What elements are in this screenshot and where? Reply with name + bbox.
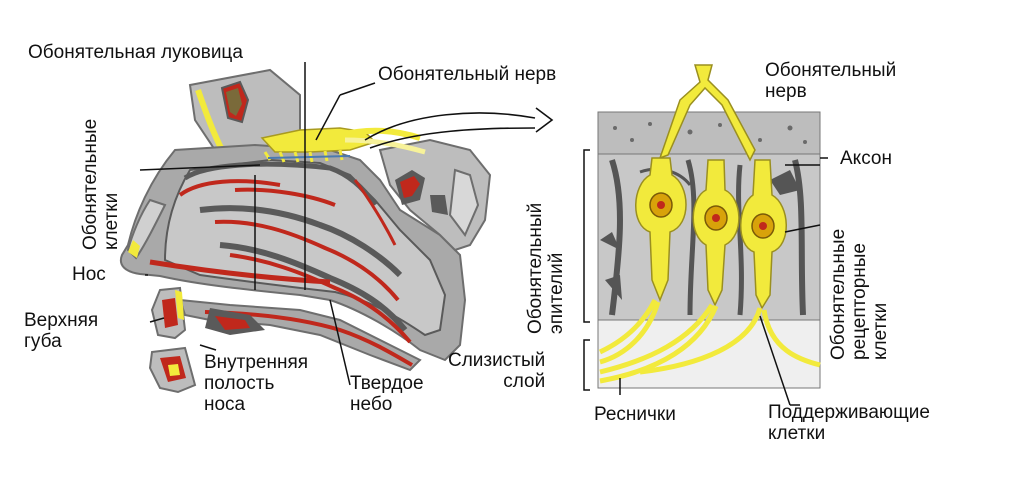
label-olfactory-nerve-right: Обонятельный нерв (765, 60, 897, 102)
nasal-section (120, 62, 554, 394)
label-hard-palate: Твердое небо (350, 373, 424, 415)
cilia-lines (598, 298, 821, 384)
label-upper-lip: Верхняя губа (24, 310, 99, 352)
label-receptor-cells: Обонятельные рецепторные клетки (828, 228, 891, 360)
label-supporting-cells: Поддерживающие клетки (768, 402, 930, 444)
label-cilia: Реснички (594, 404, 676, 425)
label-olfactory-bulb: Обонятельная луковица (28, 42, 243, 63)
receptor-cells (635, 64, 787, 310)
epithelium-detail (583, 64, 828, 406)
label-nasal-cavity: Внутренняя полость носа (204, 352, 309, 415)
zoom-arrow (364, 112, 536, 141)
cell-nuclei (649, 192, 775, 239)
label-axon: Аксон (840, 148, 892, 169)
label-mucous-layer: Слизистый слой (448, 350, 546, 392)
label-nose: Нос (72, 264, 106, 285)
label-olfactory-cells: Обонятельные клетки (80, 118, 122, 250)
label-olfactory-epithelium: Обонятельный эпителий (525, 202, 567, 334)
label-olfactory-nerve-left: Обонятельный нерв (378, 64, 557, 85)
nose-tip (126, 198, 167, 260)
